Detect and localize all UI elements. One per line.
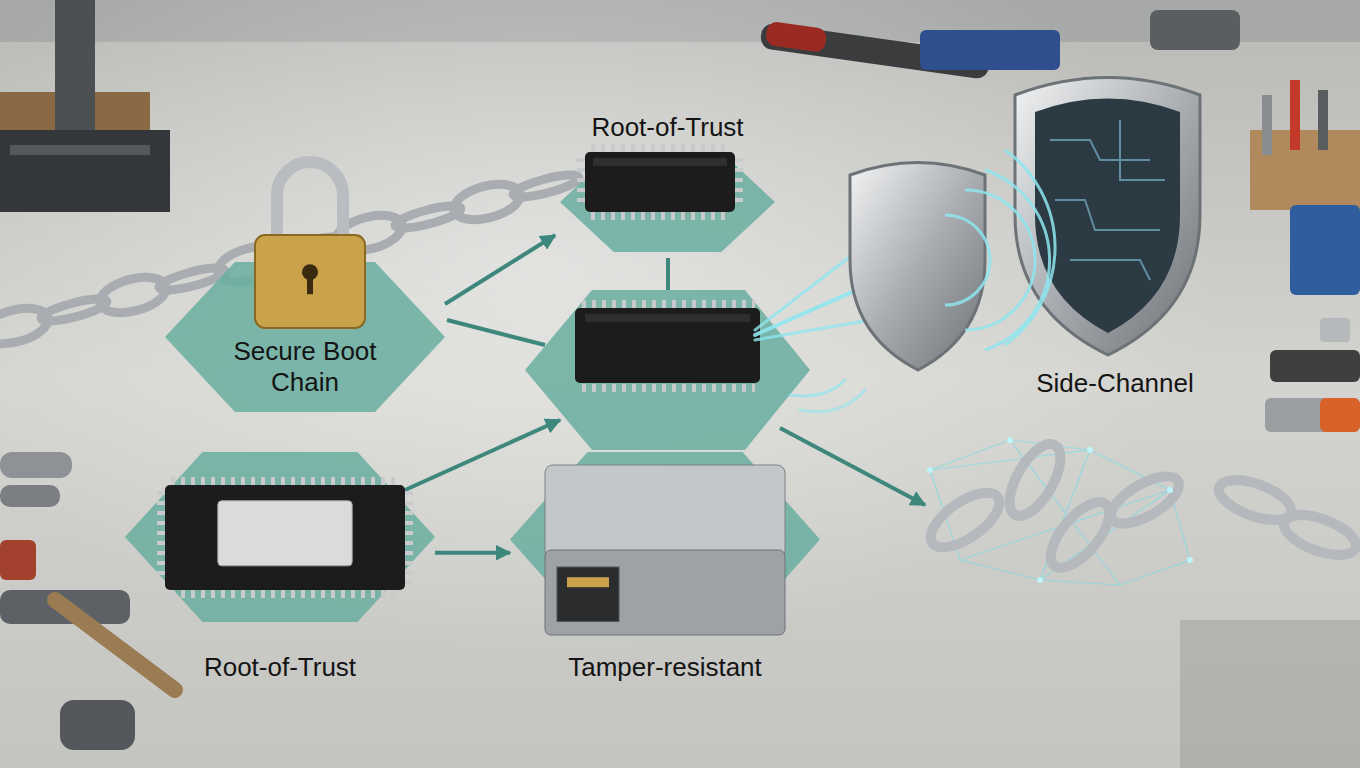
hexagon-outline: [510, 452, 820, 627]
chip-pins: [735, 158, 743, 206]
padlock-shackle: [277, 162, 343, 235]
chip-pins: [171, 590, 399, 598]
module-front: [545, 550, 785, 635]
central-chip-hexagon: [525, 290, 810, 450]
padlock-body: [255, 235, 365, 328]
chip-pins: [405, 491, 413, 584]
arrow-connector: [445, 235, 555, 304]
chip-heat-spreader: [218, 501, 352, 566]
chip-pins: [157, 491, 165, 584]
hexagon-node: Tamper-resistant: [510, 452, 820, 692]
node-label: Secure Boot Chain: [216, 336, 394, 398]
signal-waves: [945, 150, 1055, 350]
hexagon-outline: [560, 152, 775, 252]
node-label: Tamper-resistant: [568, 652, 762, 683]
node-icon: [161, 481, 409, 594]
side-channel-label: Side-Channel: [1036, 368, 1194, 399]
chip-pins: [591, 144, 729, 152]
ethernet-port: [557, 567, 619, 621]
broken-chain: [922, 436, 1360, 585]
callout-label: Side-Channel: [1015, 368, 1215, 399]
chip-edge: [593, 158, 727, 166]
bench-tools: [0, 0, 1360, 750]
hexagon-shape: [560, 152, 775, 252]
node-label: Root-of-Trust: [591, 112, 743, 143]
chip-pins: [591, 212, 729, 220]
module-top: [545, 465, 785, 559]
node-text-box: Root-of-Trust: [125, 652, 435, 683]
node-icon: [545, 465, 785, 635]
ethernet-contacts: [567, 577, 609, 587]
chip-pins: [577, 158, 585, 206]
node-text-box: Secure Boot Chain: [216, 336, 394, 398]
node-icon: [581, 148, 739, 216]
hexagon-node: Secure Boot Chain: [165, 262, 445, 412]
node-text-box: Root-of-Trust: [555, 112, 780, 143]
node-text-box: Tamper-resistant: [510, 652, 820, 683]
hexagon-shape: [125, 452, 435, 622]
chain: [0, 171, 581, 351]
padlock-keyhole: [307, 272, 313, 294]
node-icon: [255, 162, 365, 328]
hexagon-node: Root-of-Trust: [555, 112, 780, 257]
chip-body: [585, 152, 735, 212]
shields: [850, 78, 1200, 371]
node-label: Root-of-Trust: [204, 652, 356, 683]
hexagon-outline: [125, 452, 435, 622]
hexagon-node: Root-of-Trust: [125, 452, 435, 692]
chip-body: [165, 485, 405, 590]
chip-pins: [171, 477, 399, 485]
arrow-connector: [435, 551, 510, 555]
